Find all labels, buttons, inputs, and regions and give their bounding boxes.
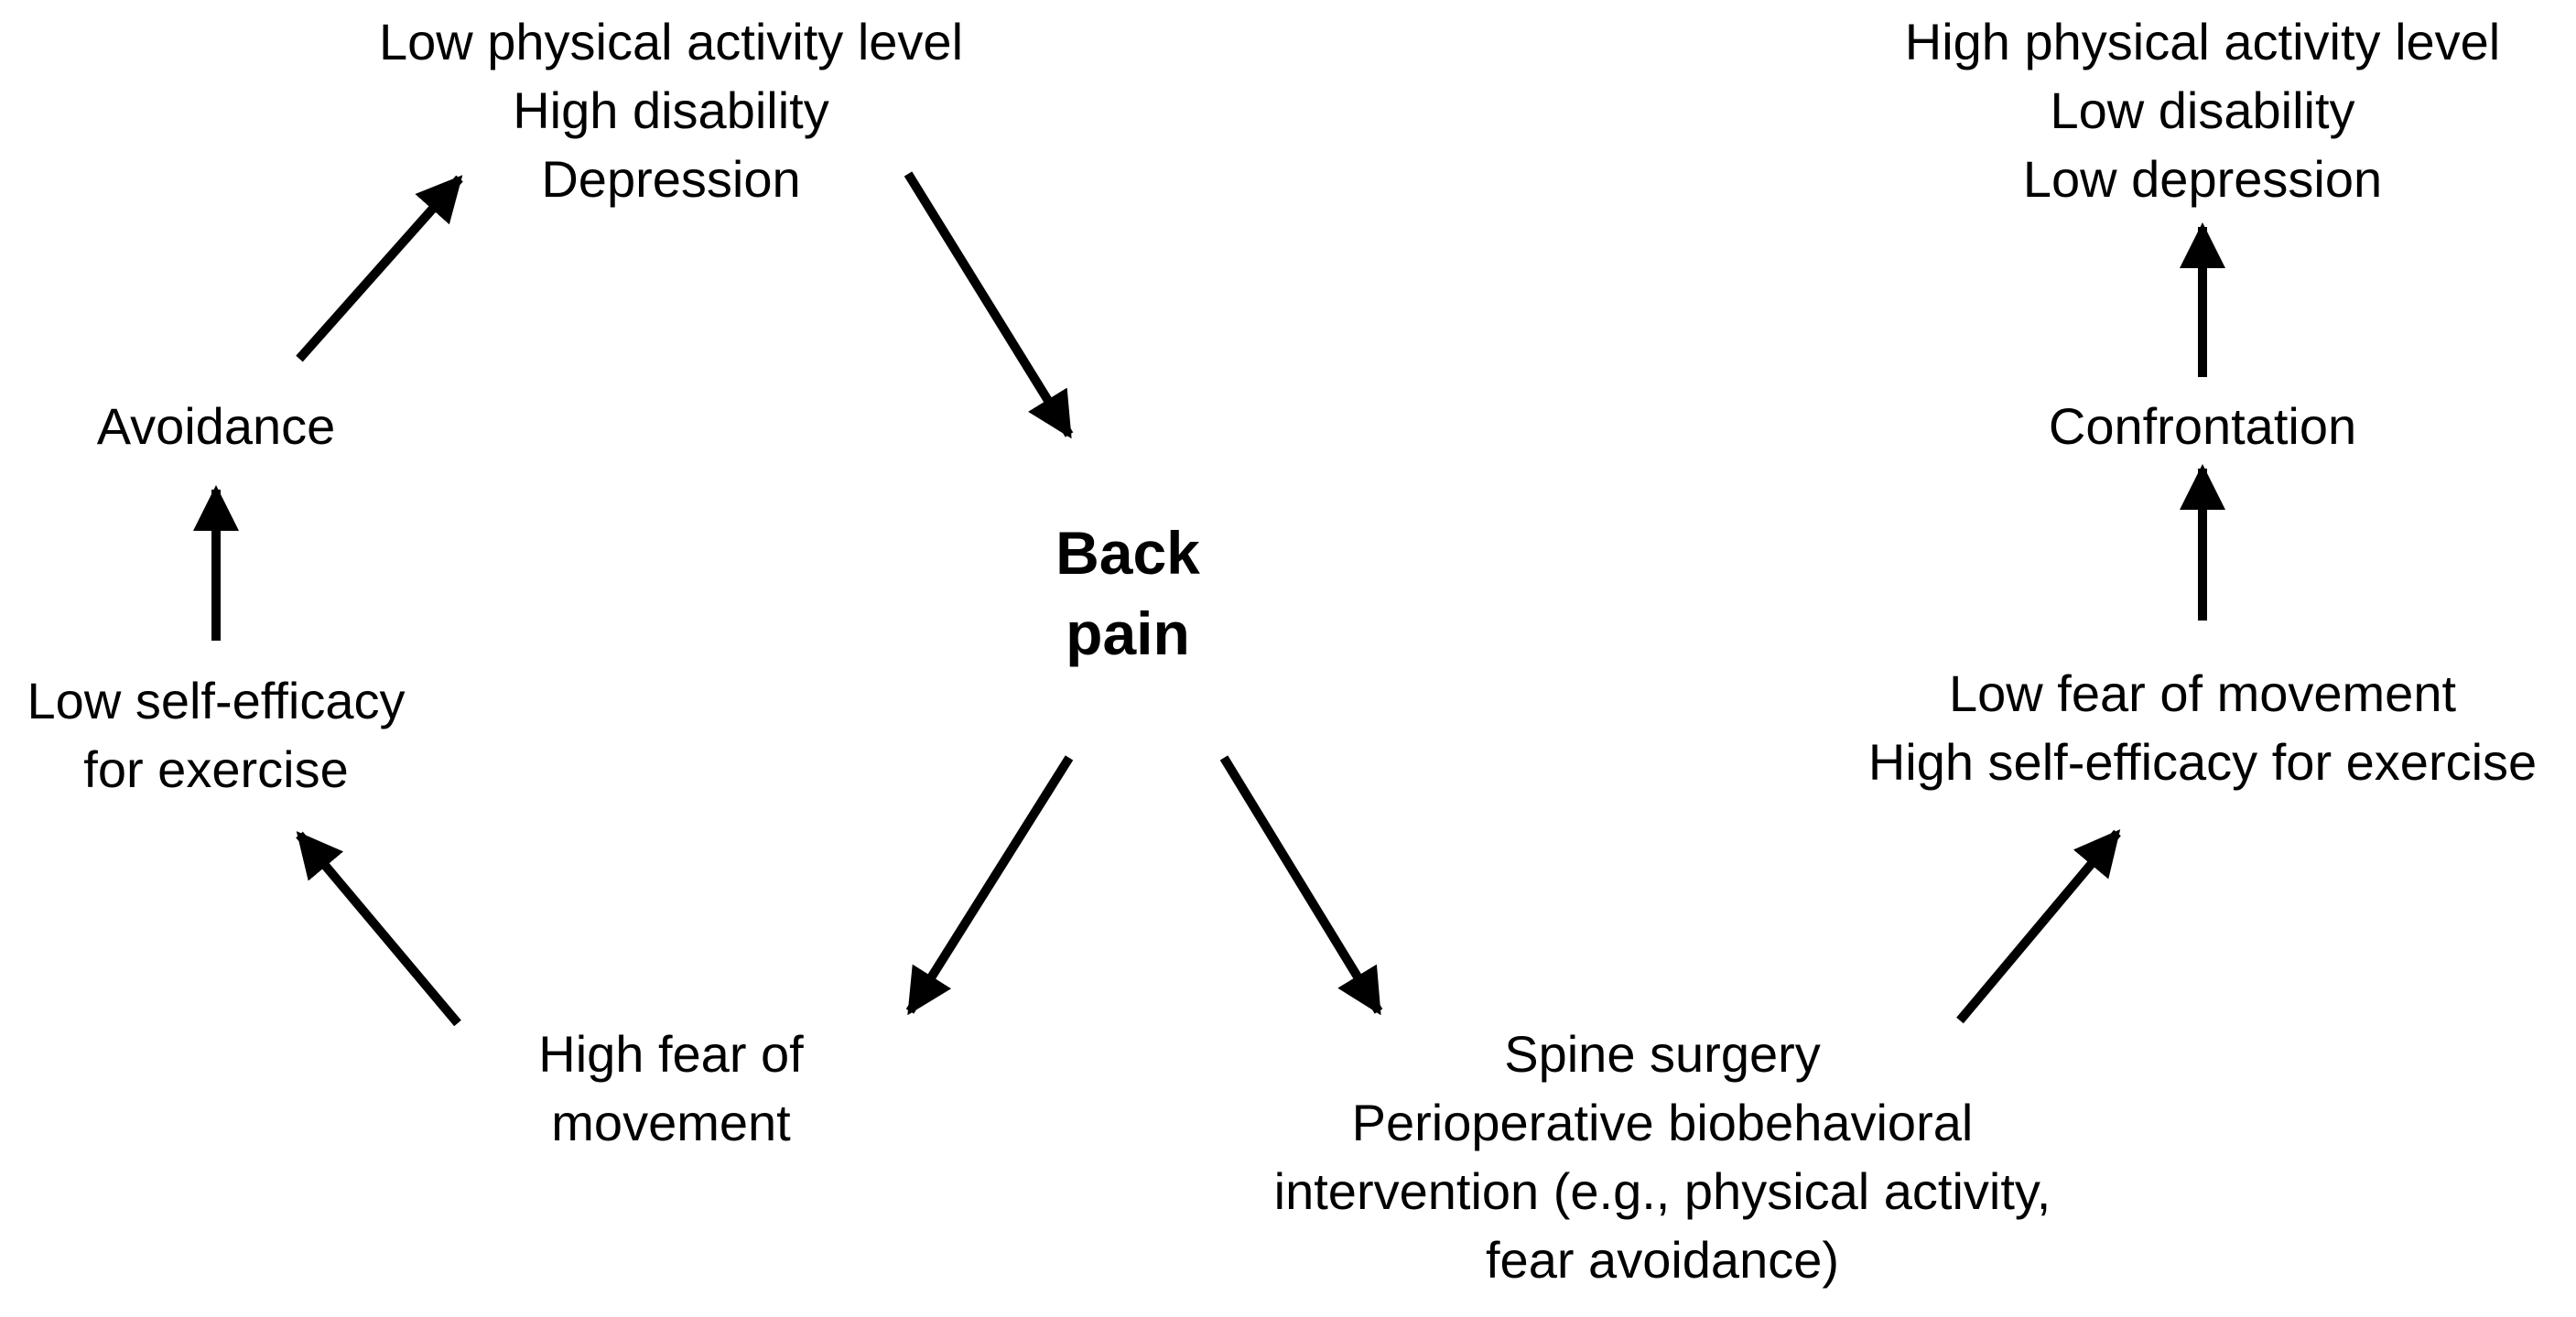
node-line: High self-efficacy for exercise [1867, 733, 2538, 791]
node-line: Low depression [2022, 150, 2383, 208]
arrow-depression-to-back-pain [904, 171, 1074, 439]
node-line: Confrontation [2048, 397, 2357, 455]
arrow-avoidance-to-low-activity [296, 175, 463, 362]
node-high-activity-low-disability-low-depression: High physical activity level Low disabil… [1905, 7, 2500, 213]
node-line: movement [551, 1094, 791, 1151]
node-back-pain: Back pain [1055, 513, 1200, 674]
node-line: Spine surgery [1504, 1025, 1821, 1083]
arrow-spine-surgery-to-low-fear [1956, 829, 2121, 1024]
node-line: for exercise [83, 740, 349, 798]
node-low-activity-high-disability-depression: Low physical activity level High disabil… [379, 7, 963, 213]
node-line: High physical activity level [1904, 13, 2501, 70]
node-line: pain [1066, 599, 1190, 667]
node-line: Low disability [2050, 81, 2355, 139]
node-spine-surgery-intervention: Spine surgery Perioperative biobehaviora… [1274, 1020, 2051, 1294]
node-line: Back [1055, 519, 1200, 587]
node-line: Low fear of movement [1948, 664, 2457, 722]
node-high-fear-of-movement: High fear of movement [538, 1020, 804, 1157]
node-confrontation: Confrontation [2049, 392, 2356, 460]
node-low-self-efficacy: Low self-efficacy for exercise [27, 666, 406, 804]
node-line: Low self-efficacy [27, 672, 406, 729]
arrow-high-fear-to-low-self-efficacy [296, 831, 461, 1027]
node-line: Avoidance [96, 397, 336, 455]
node-line: Low physical activity level [378, 13, 964, 70]
node-avoidance: Avoidance [97, 392, 336, 460]
node-low-fear-high-self-efficacy: Low fear of movement High self-efficacy … [1868, 659, 2537, 796]
node-line: High fear of [538, 1025, 804, 1083]
node-line: fear avoidance) [1485, 1231, 1840, 1289]
node-line: Perioperative biobehavioral [1351, 1094, 1974, 1151]
node-line: Depression [541, 150, 801, 208]
node-line: High disability [513, 81, 829, 139]
arrow-back-pain-to-high-fear [905, 755, 1074, 1016]
node-line: intervention (e.g., physical activity, [1273, 1162, 2051, 1220]
arrow-back-pain-to-spine-surgery [1219, 755, 1383, 1016]
